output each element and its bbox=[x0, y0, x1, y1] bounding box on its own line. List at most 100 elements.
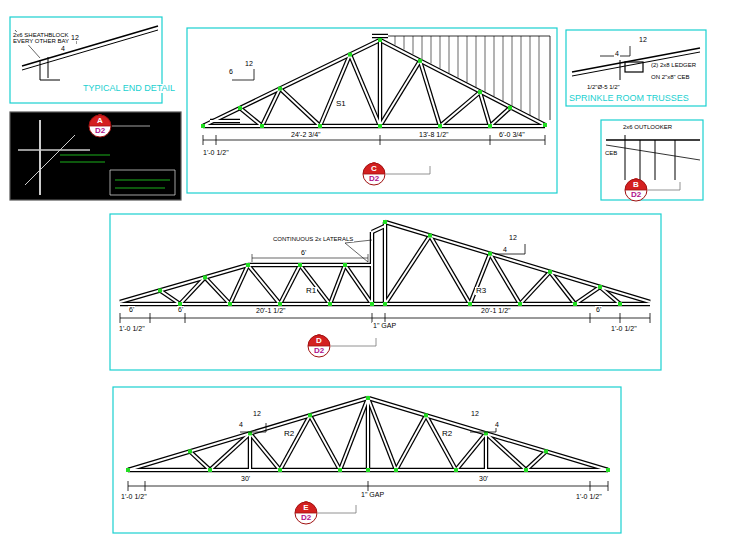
hatch-line bbox=[440, 36, 441, 68]
joint-plate bbox=[378, 38, 382, 42]
drawing-label: 12 bbox=[638, 36, 648, 43]
section-letter: C bbox=[362, 165, 386, 173]
hatch-line bbox=[521, 36, 522, 110]
leader-line bbox=[648, 182, 680, 190]
leader-line bbox=[345, 243, 368, 262]
drawing-label: 12 bbox=[70, 34, 80, 41]
leader-line bbox=[112, 126, 150, 127]
drawing-line bbox=[572, 48, 700, 72]
sheet-number: D2 bbox=[624, 191, 648, 199]
drawing-label: (2) 2x8 LEDGER bbox=[650, 62, 697, 68]
hatch-line bbox=[449, 36, 450, 73]
drawing-label: 1'-0 1/2" bbox=[118, 325, 146, 332]
dimension-tick bbox=[590, 313, 591, 323]
drawing-line bbox=[39, 120, 41, 195]
drawing-label: 20'-1 1/2" bbox=[255, 307, 287, 314]
joint-plate bbox=[418, 59, 422, 63]
drawing-label: 20'-1 1/2" bbox=[480, 307, 512, 314]
drawing-label: 12 bbox=[252, 410, 262, 417]
drawing-label: 12 bbox=[508, 234, 518, 241]
joint-plate bbox=[478, 90, 482, 94]
hatch-line bbox=[458, 36, 459, 78]
dimension-tick bbox=[545, 135, 546, 145]
dimension-tick bbox=[620, 313, 621, 323]
joint-plate bbox=[378, 124, 382, 128]
detail-panel bbox=[113, 387, 621, 533]
joint-plate bbox=[508, 106, 512, 110]
drawing-label: 30' bbox=[240, 475, 251, 482]
joint-plate bbox=[158, 288, 162, 292]
drawing-label: 4 bbox=[60, 45, 66, 52]
detail-panel bbox=[187, 28, 557, 193]
drawing-label: 1'-0 1/2" bbox=[202, 149, 230, 156]
joint-plate bbox=[598, 285, 602, 289]
dimension-tick bbox=[185, 313, 186, 323]
joint-plate bbox=[424, 413, 428, 417]
joint-plate bbox=[383, 302, 387, 306]
joint-plate bbox=[126, 468, 130, 472]
drawing-line bbox=[572, 52, 700, 76]
drawing-line bbox=[625, 135, 626, 180]
section-callout: ED2 bbox=[294, 501, 318, 525]
joint-plate bbox=[488, 124, 492, 128]
drawing-label: 13'-8 1/2" bbox=[418, 131, 450, 138]
drawing-label: R1 bbox=[305, 287, 317, 295]
joint-plate bbox=[238, 106, 242, 110]
slope-marker bbox=[470, 423, 496, 432]
hatch-line bbox=[512, 36, 513, 106]
drawing-label: 6 bbox=[228, 68, 234, 75]
joint-plate bbox=[246, 263, 250, 267]
drawing-label: 6' bbox=[300, 249, 307, 256]
joint-plate bbox=[260, 124, 264, 128]
hatch-line bbox=[422, 36, 423, 59]
joint-plate bbox=[328, 302, 332, 306]
joint-plate bbox=[468, 302, 472, 306]
drawing-line bbox=[110, 170, 175, 195]
dimension-tick bbox=[145, 481, 146, 491]
drawing-label: 6' bbox=[595, 306, 602, 313]
dimension-tick bbox=[128, 481, 129, 491]
hatch-line bbox=[485, 36, 486, 92]
hatch-line bbox=[476, 36, 477, 87]
joint-plate bbox=[278, 302, 282, 306]
leader-line bbox=[252, 258, 368, 259]
joint-plate bbox=[548, 270, 552, 274]
drawing-label: 1/2"Ø-5 1/2" bbox=[586, 84, 621, 90]
section-callout: AD2 bbox=[88, 114, 112, 138]
drawing-label: S1 bbox=[335, 100, 347, 108]
sheet-number: D2 bbox=[307, 347, 331, 355]
detail-panel bbox=[10, 112, 181, 200]
joint-plate bbox=[573, 302, 577, 306]
dimension-tick bbox=[590, 481, 591, 491]
hatch-line bbox=[539, 36, 540, 120]
section-callout: CD2 bbox=[362, 162, 386, 186]
leader-line bbox=[318, 505, 356, 513]
joint-plate bbox=[278, 468, 282, 472]
joint-plate bbox=[524, 468, 528, 472]
section-letter: D bbox=[307, 337, 331, 345]
drawing-label: 6' bbox=[177, 306, 184, 313]
drawing-label: 2x6 SHEATHBLOCK EVERY OTHER BAY bbox=[12, 32, 76, 45]
joint-plate bbox=[618, 302, 622, 306]
drawing-label: CEB bbox=[604, 150, 618, 156]
drawing-line bbox=[655, 140, 656, 180]
drawing-label: R3 bbox=[475, 287, 487, 295]
drawing-label: 4 bbox=[502, 246, 508, 253]
dimension-tick bbox=[203, 135, 204, 145]
dimension-tick bbox=[120, 313, 121, 323]
drawing-line bbox=[640, 140, 641, 180]
drawing-line bbox=[25, 135, 75, 185]
detail-panel bbox=[566, 30, 706, 106]
leader-line bbox=[331, 338, 376, 346]
drawing-label: 1'-0 1/2" bbox=[120, 493, 148, 500]
hatch-line bbox=[467, 36, 468, 82]
joint-plate bbox=[298, 263, 302, 267]
joint-plate bbox=[454, 468, 458, 472]
joint-plate bbox=[228, 302, 232, 306]
section-callout: BD2 bbox=[624, 178, 648, 202]
slope-marker bbox=[232, 69, 254, 80]
sheet-number: D2 bbox=[88, 127, 112, 135]
drawing-line bbox=[115, 188, 165, 189]
drawing-line bbox=[60, 155, 110, 156]
drawing-label: 1'-0 1/2" bbox=[610, 325, 638, 332]
